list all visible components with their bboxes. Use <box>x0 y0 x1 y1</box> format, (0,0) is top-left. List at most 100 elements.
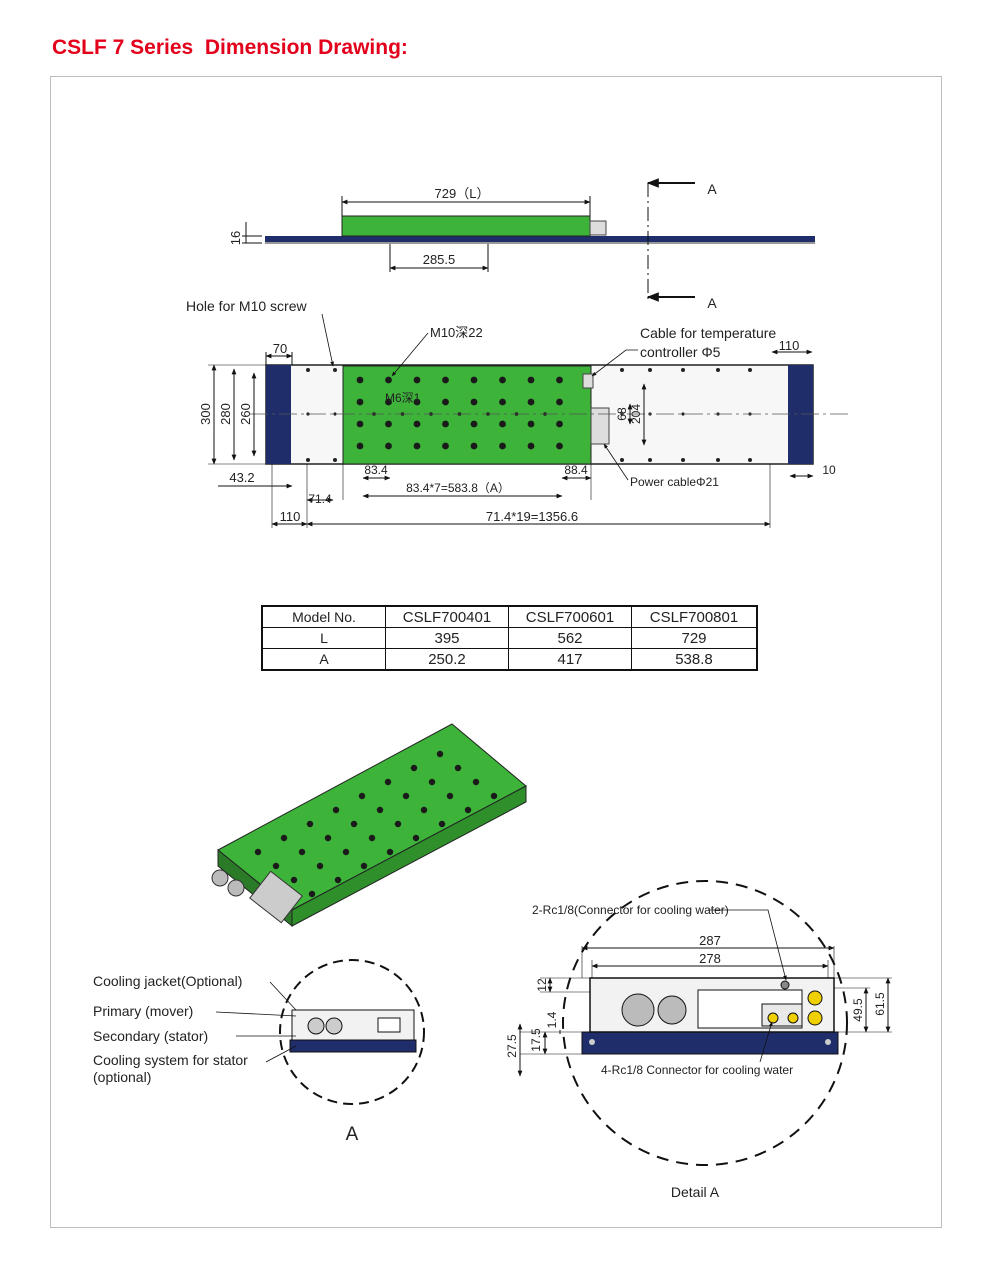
iso-hole <box>298 848 306 856</box>
iso-hole <box>376 806 384 814</box>
mover-hole <box>499 420 506 428</box>
stator-hole <box>648 368 652 372</box>
table-cell: 729 <box>631 627 758 649</box>
mover-hole <box>499 398 506 406</box>
iso-hole <box>436 750 444 758</box>
table-header-cell: CSLF700401 <box>385 605 509 628</box>
detail-bottom-label: 4-Rc1/8 Connector for cooling water <box>601 1063 793 1077</box>
iso-hole <box>306 820 314 828</box>
iso-hole <box>254 848 262 856</box>
label-secondary: Secondary (stator) <box>93 1028 208 1044</box>
table-header-cell: CSLF700801 <box>631 605 758 628</box>
iso-hole <box>332 806 340 814</box>
section-a-stator-base <box>289 1039 417 1053</box>
mover-hole <box>356 376 364 384</box>
detail-a-caption: Detail A <box>671 1184 720 1200</box>
label-primary: Primary (mover) <box>93 1003 193 1019</box>
iso-hole <box>386 848 394 856</box>
mover-hole <box>356 442 364 450</box>
dim-70: 70 <box>273 341 287 356</box>
label-cooling-stator: Cooling system for stator <box>93 1052 248 1068</box>
mover-hole <box>470 420 478 428</box>
dim-204: 204 <box>629 404 643 424</box>
iso-hole <box>290 876 298 884</box>
mover-hole <box>413 420 421 428</box>
iso-hole <box>438 820 446 828</box>
iso-hole <box>402 792 410 800</box>
section-mark-top: A <box>707 181 717 197</box>
mover-hole <box>470 398 478 406</box>
dim-pitch-total: 71.4*19=1356.6 <box>486 509 578 524</box>
table-row: A 250.2 417 538.8 <box>261 648 758 671</box>
iso-end-block <box>249 870 303 924</box>
dim-278: 278 <box>699 951 721 966</box>
table-row: L 395 562 729 <box>261 627 758 649</box>
temp-cable-label-1: Cable for temperature <box>640 325 776 341</box>
mover-hole <box>413 398 421 406</box>
mover-hole <box>442 442 449 450</box>
dim-88-4: 88.4 <box>564 463 588 477</box>
stator-holes <box>306 368 752 462</box>
iso-hole <box>280 834 288 842</box>
dim-729: 729（L） <box>435 186 490 201</box>
iso-hole <box>358 792 366 800</box>
iso-hole <box>360 862 368 870</box>
dim-pitch-a: 83.4*7=583.8（A） <box>406 481 510 495</box>
dim-1-4: 1.4 <box>545 1011 559 1028</box>
dim-83-4: 83.4 <box>364 463 388 477</box>
stator-hole <box>716 458 720 462</box>
table-header-row: Model No. CSLF700401 CSLF700601 CSLF7008… <box>261 605 758 628</box>
iso-hole <box>350 820 358 828</box>
stator-hole <box>333 368 337 372</box>
dim-49-5: 49.5 <box>851 998 865 1022</box>
dim-280: 280 <box>218 403 233 425</box>
detail-a-circle <box>562 880 848 1166</box>
iso-hole <box>368 834 376 842</box>
page-title: CSLF 7 Series Dimension Drawing: <box>52 36 408 59</box>
iso-hole <box>272 862 280 870</box>
mover-plan <box>342 365 592 465</box>
mover-hole <box>527 442 535 450</box>
detail-stator-base <box>581 1031 839 1055</box>
mover-hole <box>527 376 535 384</box>
stator-rail-side <box>265 236 815 242</box>
mover-hole <box>556 376 563 384</box>
mover-hole <box>499 442 506 450</box>
detail-a: 2-Rc1/8(Connector for cooling water) 287… <box>505 880 892 1200</box>
section-mark-bottom: A <box>707 295 717 311</box>
mover-hole <box>527 420 535 428</box>
mover-hole <box>527 398 535 406</box>
label-optional: (optional) <box>93 1069 151 1085</box>
dim-68: 68 <box>615 407 629 421</box>
mover-hole <box>442 376 449 384</box>
mover-hole <box>442 398 449 406</box>
mover-hole <box>413 376 421 384</box>
iso-cable-2 <box>227 879 245 897</box>
power-cable-connector <box>590 407 610 445</box>
iso-hole <box>394 820 402 828</box>
dim-287: 287 <box>699 933 721 948</box>
iso-hole <box>324 834 332 842</box>
dim-16: 16 <box>228 231 243 245</box>
table-cell: 417 <box>508 648 632 671</box>
label-cooling-jacket: Cooling jacket(Optional) <box>93 973 242 989</box>
dim-110-top: 110 <box>779 338 800 353</box>
stator-hole <box>681 458 685 462</box>
dim-300: 300 <box>198 403 213 425</box>
dim-12: 12 <box>535 978 549 992</box>
end-block-left <box>266 365 291 464</box>
stator-hole <box>748 458 752 462</box>
mover-hole <box>499 376 506 384</box>
table-header-cell: Model No. <box>261 605 386 628</box>
dim-260: 260 <box>238 403 253 425</box>
mover-hole <box>470 376 478 384</box>
dim-110-bottom: 110 <box>280 509 301 524</box>
mover-hole <box>413 442 421 450</box>
stator-hole <box>716 368 720 372</box>
iso-hole <box>412 834 420 842</box>
table-cell: 538.8 <box>631 648 758 671</box>
mover-hole <box>385 420 392 428</box>
m10-depth-label: M10深22 <box>430 325 483 340</box>
mover-hole <box>556 398 563 406</box>
